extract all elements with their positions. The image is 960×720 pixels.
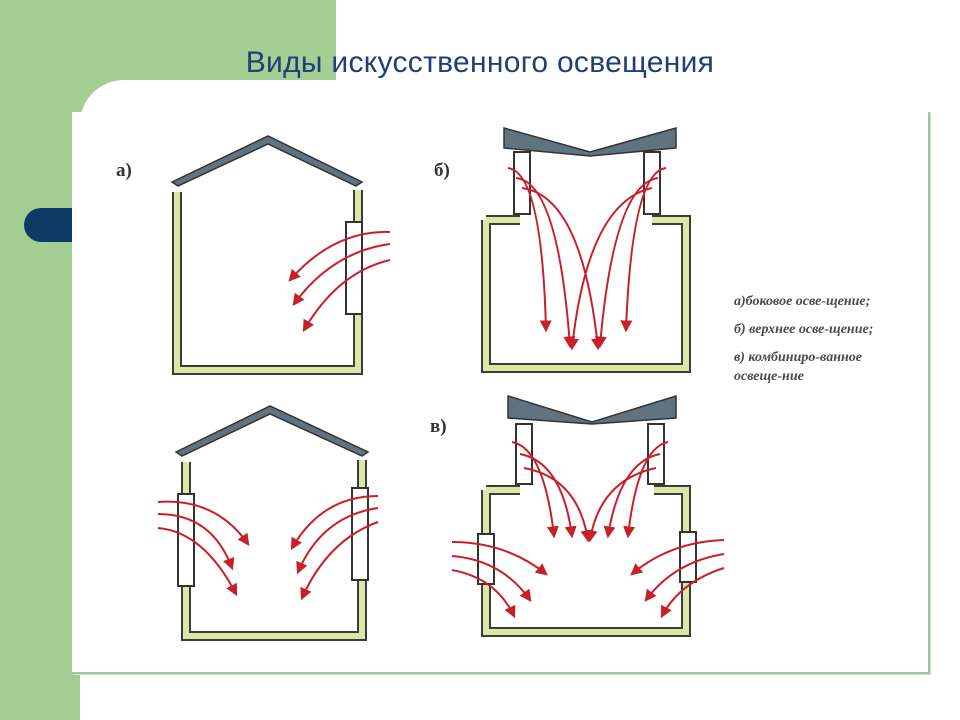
roof-b <box>503 127 677 157</box>
window-left-v <box>477 533 495 585</box>
lantern-left-b <box>513 151 531 215</box>
diagram-bilateral-lighting <box>157 405 379 641</box>
lantern-right-b <box>643 151 661 215</box>
window-a <box>345 221 363 315</box>
legend-item-top: б) верхнее осве-щение; <box>734 322 874 337</box>
diagram-combined-lighting <box>451 394 725 637</box>
diagram-legend: а)боковое осве-щение; б) верхнее осве-ще… <box>734 292 912 395</box>
label-v: в) <box>430 416 447 437</box>
roof-v <box>507 394 677 425</box>
lighting-diagram: а) б) в) <box>116 127 725 641</box>
diagram-top-lighting <box>481 127 691 373</box>
roof-a <box>170 135 364 187</box>
slide-title: Виды искусственного освещения <box>245 46 715 79</box>
roof-c <box>174 405 370 457</box>
left-green-band <box>0 0 80 720</box>
window-right-v <box>679 531 697 583</box>
lighting-diagram-figure: а) б) в) а)боковое осве-щение; б) верхне… <box>72 112 930 674</box>
diagram-side-lighting <box>170 135 391 375</box>
label-b: б) <box>434 160 450 181</box>
legend-item-side: а)боковое осве-щение; <box>734 294 871 309</box>
label-a: а) <box>116 160 132 181</box>
legend-item-combined: в) комбиниро-ванное освеще-ние <box>734 350 862 384</box>
